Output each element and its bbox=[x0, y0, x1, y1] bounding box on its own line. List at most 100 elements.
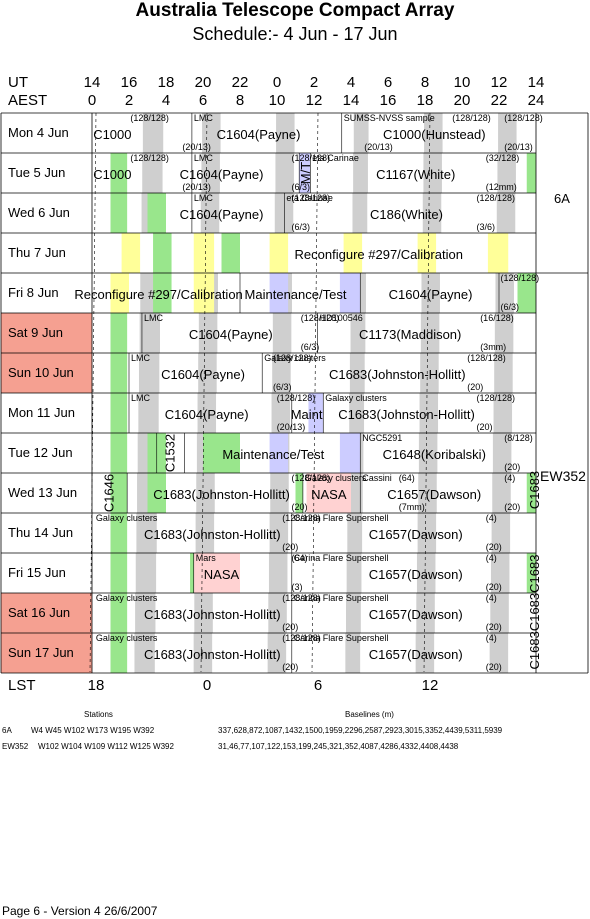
night-band bbox=[193, 633, 213, 673]
night-band bbox=[276, 113, 295, 153]
source-name: LMC bbox=[194, 193, 214, 203]
night-band bbox=[497, 153, 516, 193]
night-band bbox=[198, 313, 218, 353]
channel-note: (128/128) bbox=[504, 113, 543, 123]
channel-note: (128/128) bbox=[477, 193, 516, 203]
green-band bbox=[147, 193, 166, 233]
lavender-band bbox=[269, 433, 289, 473]
freq-note: (20) bbox=[467, 382, 483, 392]
channel-note: (128/128) bbox=[130, 153, 169, 163]
green-band bbox=[110, 193, 128, 233]
night-band bbox=[142, 153, 163, 193]
green-band bbox=[221, 433, 240, 473]
tick-label: 8 bbox=[235, 92, 245, 109]
observation-label: C1604(Payne) bbox=[389, 287, 473, 302]
tick-label: 20 bbox=[194, 74, 212, 91]
freq-note: (6/3) bbox=[301, 342, 320, 352]
night-band bbox=[274, 193, 294, 233]
night-band bbox=[138, 353, 160, 393]
freq-note: (20/13) bbox=[277, 422, 306, 432]
green-band bbox=[110, 313, 128, 353]
observation-label: C1604(Payne) bbox=[217, 127, 301, 142]
freq-note: (20/13) bbox=[182, 142, 211, 152]
observation-label: C1604(Payne) bbox=[180, 167, 264, 182]
source-name: Galaxy clusters bbox=[96, 513, 158, 523]
night-band bbox=[139, 313, 160, 353]
freq-note: (20) bbox=[486, 662, 502, 672]
observation-label: C1683(Johnston-Hollitt) bbox=[153, 487, 290, 502]
channel-note: (32/128) bbox=[486, 153, 520, 163]
night-band bbox=[142, 113, 164, 153]
config-6a-baselines: 337,628,872,1087,1432,1500,1959,2296,258… bbox=[218, 726, 503, 735]
channel-note: (4) bbox=[504, 473, 515, 483]
channel-note: (64) bbox=[399, 473, 415, 483]
night-band bbox=[349, 393, 365, 433]
lst-tick-label: 12 bbox=[421, 677, 439, 694]
night-band bbox=[420, 313, 440, 353]
channel-note: (128/128) bbox=[282, 633, 321, 643]
tick-label: 2 bbox=[309, 74, 319, 91]
night-band bbox=[345, 633, 361, 673]
ut-label: UT bbox=[8, 74, 28, 91]
night-band bbox=[271, 393, 291, 433]
tick-label: 8 bbox=[420, 74, 430, 91]
observation-label: C1683(Johnston-Hollitt) bbox=[329, 367, 466, 382]
observation-label: C1173(Maddison) bbox=[359, 327, 461, 342]
night-band bbox=[492, 433, 512, 473]
green-band bbox=[153, 273, 172, 313]
night-band bbox=[267, 633, 287, 673]
green-band bbox=[110, 593, 128, 633]
config-6a-label: 6A bbox=[554, 191, 570, 206]
yellow-band bbox=[269, 233, 289, 273]
channel-note: (128/128) bbox=[477, 393, 516, 403]
night-band bbox=[424, 113, 443, 153]
day-label: Thu 7 Jun bbox=[8, 245, 66, 260]
green-band bbox=[110, 553, 128, 593]
lavender-band bbox=[299, 153, 311, 193]
lavender-band bbox=[339, 273, 361, 313]
source-name: Carina Flare Supershell bbox=[294, 513, 389, 523]
night-band bbox=[494, 353, 513, 393]
freq-note: (20/13) bbox=[504, 142, 533, 152]
lst-tick-label: 0 bbox=[202, 677, 212, 694]
night-band bbox=[200, 193, 220, 233]
channel-note: (128/128) bbox=[277, 393, 316, 403]
night-band bbox=[135, 553, 157, 593]
channel-note: (128/128) bbox=[282, 513, 321, 523]
source-name: NGC5291 bbox=[362, 433, 402, 443]
tick-label: 22 bbox=[231, 74, 249, 91]
observation-label: Maint bbox=[291, 407, 323, 422]
page-footer: Page 6 - Version 4 26/6/2007 bbox=[2, 904, 158, 918]
tick-label: 0 bbox=[272, 74, 282, 91]
night-band bbox=[270, 473, 289, 513]
green-band bbox=[110, 393, 128, 433]
freq-note: (20) bbox=[486, 622, 502, 632]
day-label: Sun 17 Jun bbox=[8, 645, 74, 660]
source-name: Galaxy clusters bbox=[264, 353, 326, 363]
night-band bbox=[494, 313, 514, 353]
green-band bbox=[190, 553, 194, 593]
yellow-band bbox=[343, 233, 363, 273]
side-vertical-label: C1683C1683C1683 bbox=[527, 555, 542, 670]
channel-note: (16/128) bbox=[480, 313, 514, 323]
tick-label: 12 bbox=[490, 74, 508, 91]
night-band bbox=[201, 153, 220, 193]
freq-note: (20) bbox=[282, 662, 298, 672]
tick-label: 18 bbox=[416, 92, 434, 109]
config-ew352-label: EW352 bbox=[540, 468, 586, 484]
night-band bbox=[272, 353, 291, 393]
green-band bbox=[517, 273, 536, 313]
freq-note: (20) bbox=[486, 582, 502, 592]
channel-note: (4) bbox=[486, 633, 497, 643]
tick-label: 16 bbox=[120, 74, 138, 91]
freq-note: (6/3) bbox=[292, 222, 311, 232]
night-band bbox=[492, 473, 511, 513]
freq-note: (6/3) bbox=[292, 182, 311, 192]
tick-label: 14 bbox=[83, 74, 101, 91]
freq-note: (20) bbox=[282, 622, 298, 632]
observation-label: Maintenance/Test bbox=[245, 287, 347, 302]
day-label: Sun 10 Jun bbox=[8, 365, 74, 380]
observation-label: C1604(Payne) bbox=[180, 207, 264, 222]
tick-label: 18 bbox=[157, 74, 175, 91]
tick-label: 14 bbox=[527, 74, 545, 91]
